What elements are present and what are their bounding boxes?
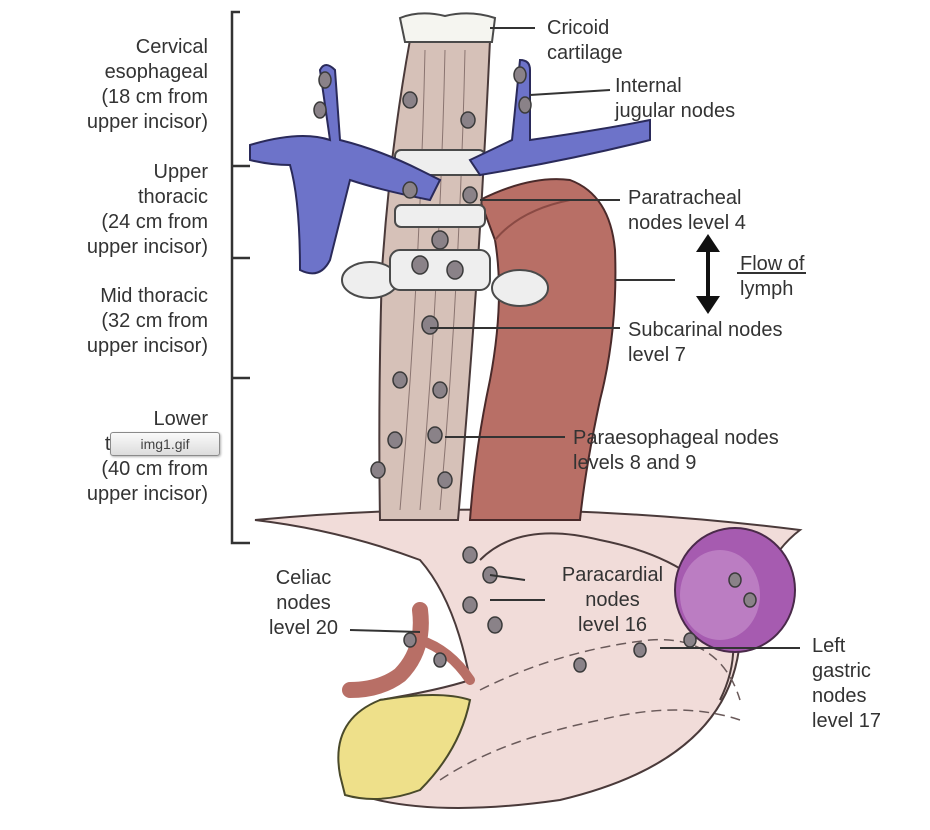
label-paraesophageal-nodes: Paraesophageal nodes levels 8 and 9 <box>573 426 779 476</box>
label-subcarinal-nodes: Subcarinal nodes level 7 <box>628 318 783 368</box>
label-upper-thoracic: Upper thoracic (24 cm from upper incisor… <box>87 160 208 260</box>
label-cervical-esophageal: Cervical esophageal (18 cm from upper in… <box>87 35 208 135</box>
label-flow-of-lymph: Flow of lymph <box>740 252 804 302</box>
label-internal-jugular-nodes: Internal jugular nodes <box>615 74 735 124</box>
label-lower-thoracic: Lower t (40 cm from upper incisor) <box>87 407 208 507</box>
label-paracardial-nodes: Paracardial nodes level 16 <box>530 563 695 638</box>
flow-arrow <box>696 234 720 314</box>
cricoid-cartilage <box>400 13 495 42</box>
label-celiac-nodes: Celiac nodes level 20 <box>246 566 361 641</box>
region-bracket <box>232 12 250 543</box>
label-left-gastric-nodes: Left gastric nodes level 17 <box>812 634 881 734</box>
label-paratracheal-nodes: Paratracheal nodes level 4 <box>628 186 746 236</box>
image-filename-tooltip: img1.gif <box>110 432 220 456</box>
label-cricoid-cartilage: Cricoid cartilage <box>547 16 623 66</box>
label-mid-thoracic: Mid thoracic (32 cm from upper incisor) <box>87 284 208 359</box>
